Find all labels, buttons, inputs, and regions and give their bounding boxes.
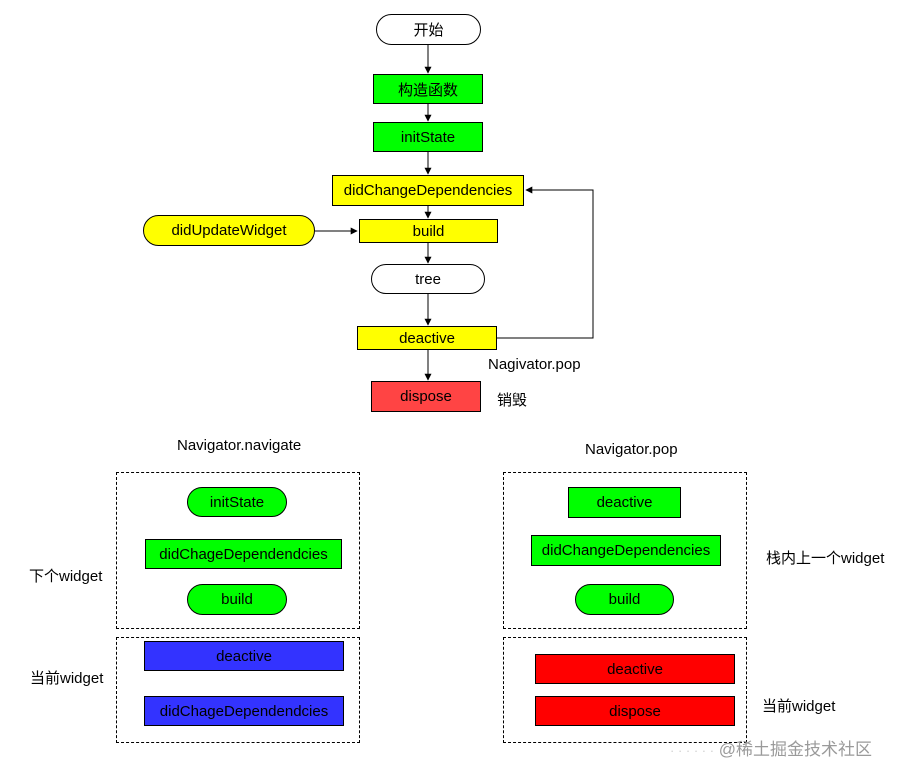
current-widget-label-pop: 当前widget [762, 698, 836, 715]
prev-widget-label: 栈内上一个widget [766, 550, 885, 567]
dispose-node: dispose [371, 381, 481, 412]
watermark: · · · · · · @稀土掘金技术社区 [670, 735, 872, 760]
didchangedependencies-node: didChangeDependencies [332, 175, 524, 206]
tree-node: tree [371, 264, 485, 294]
next-didchagedependendcies-node: didChageDependendcies [145, 539, 342, 569]
prev-widget-group [503, 472, 747, 629]
next-initstate-node: initState [187, 487, 287, 517]
prev-deactive-node: deactive [568, 487, 681, 518]
initstate-node: initState [373, 122, 483, 152]
current-deactive-node-navigate: deactive [144, 641, 344, 671]
current-didchagedependendcies-node-navigate: didChageDependendcies [144, 696, 344, 726]
current-widget-group-pop [503, 637, 747, 743]
nagivator-pop-label: Nagivator.pop [488, 356, 581, 373]
current-widget-group-navigate [116, 637, 360, 743]
destroy-label: 销毁 [497, 392, 528, 409]
next-build-node: build [187, 584, 287, 615]
pop-section-title: Navigator.pop [585, 441, 678, 458]
prev-build-node: build [575, 584, 674, 615]
watermark-faint: · · · · · · [670, 743, 715, 758]
build-node: build [359, 219, 498, 243]
arrow-deactive-loop-to-didchange [497, 186, 594, 339]
current-dispose-node-pop: dispose [535, 696, 735, 726]
prev-didchangedependencies-node: didChangeDependencies [531, 535, 721, 566]
current-widget-label-navigate: 当前widget [30, 670, 104, 687]
navigate-section-title: Navigator.navigate [177, 437, 302, 454]
constructor-node: 构造函数 [373, 74, 483, 104]
current-deactive-node-pop: deactive [535, 654, 735, 684]
watermark-text: @稀土掘金技术社区 [718, 740, 873, 759]
didupdatewidget-node: didUpdateWidget [143, 215, 315, 246]
next-widget-group [116, 472, 360, 629]
start-node: 开始 [376, 14, 481, 45]
deactive-node: deactive [357, 326, 497, 350]
next-widget-label: 下个widget [29, 568, 103, 585]
